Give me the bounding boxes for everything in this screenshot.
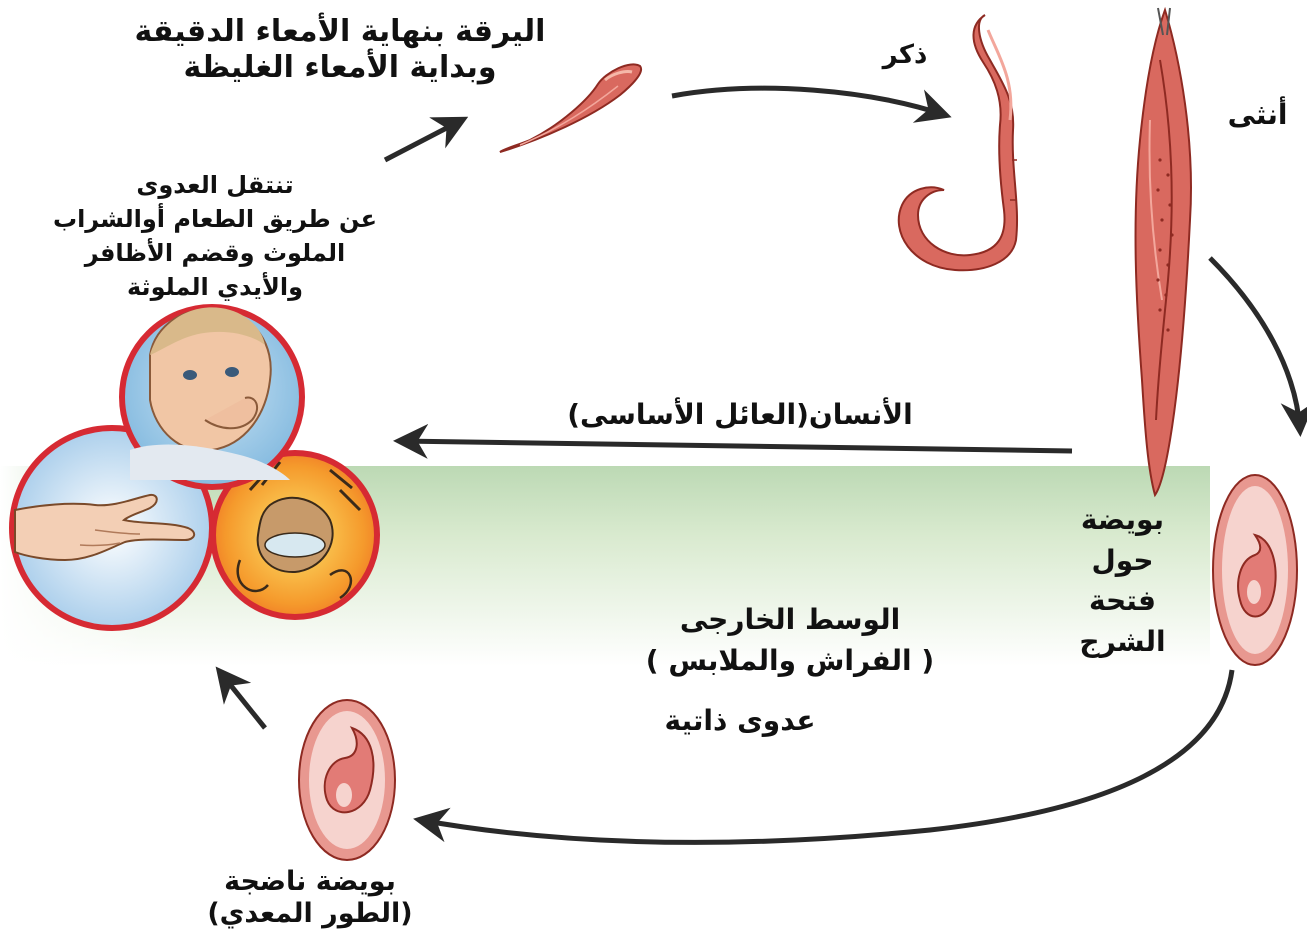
transmission-label-line2: عن طريق الطعام أوالشراب [5, 202, 425, 236]
self-infection-label: عدوى ذاتية [610, 704, 870, 738]
environment-label: الوسط الخارجى ( الفراش والملابس ) [570, 600, 1010, 681]
mature-egg-label: بويضة ناضجة (الطور المعدي) [150, 866, 470, 931]
environment-label-line2: ( الفراش والملابس ) [570, 641, 1010, 682]
female-worm-icon [1136, 8, 1191, 495]
host-label: الأنسان(العائل الأساسى) [470, 398, 1010, 432]
transmission-label-line1: تنتقل العدوى [5, 168, 425, 202]
larva-to-transmission-arrow [385, 120, 462, 160]
egg-to-mature-egg-arrow [420, 670, 1232, 842]
larva-label: اليرقة بنهاية الأمعاء الدقيقة وبداية الأ… [40, 14, 640, 86]
egg-label: بويضة حول فتحة الشرج [1040, 500, 1205, 662]
male-label: ذكر [870, 40, 940, 71]
child-illustration [122, 307, 302, 487]
female-to-egg-arrow [1210, 258, 1300, 430]
environment-label-line1: الوسط الخارجى [570, 600, 1010, 641]
transmission-label-line4: والأيدي الملوثة [5, 270, 425, 304]
female-label: أنثى [1210, 98, 1305, 132]
larva-to-male-arrow [672, 88, 945, 115]
egg-label-line3: فتحة [1040, 581, 1205, 622]
host-arrow [400, 441, 1072, 451]
egg-label-line1: بويضة [1040, 500, 1205, 541]
transmission-label: تنتقل العدوى عن طريق الطعام أوالشراب الم… [5, 168, 425, 304]
mature-egg-label-line2: (الطور المعدي) [150, 898, 470, 930]
mature-egg-to-host-arrow [220, 672, 265, 728]
transmission-label-line3: الملوث وقضم الأظافر [5, 236, 425, 270]
egg-icon [1213, 475, 1297, 665]
egg-label-line4: الشرج [1040, 622, 1205, 663]
larva-label-line2: وبداية الأمعاء الغليظة [40, 50, 640, 86]
egg-label-line2: حول [1040, 541, 1205, 582]
mature-egg-icon [299, 700, 395, 860]
mature-egg-label-line1: بويضة ناضجة [150, 866, 470, 898]
larva-label-line1: اليرقة بنهاية الأمعاء الدقيقة [40, 14, 640, 50]
